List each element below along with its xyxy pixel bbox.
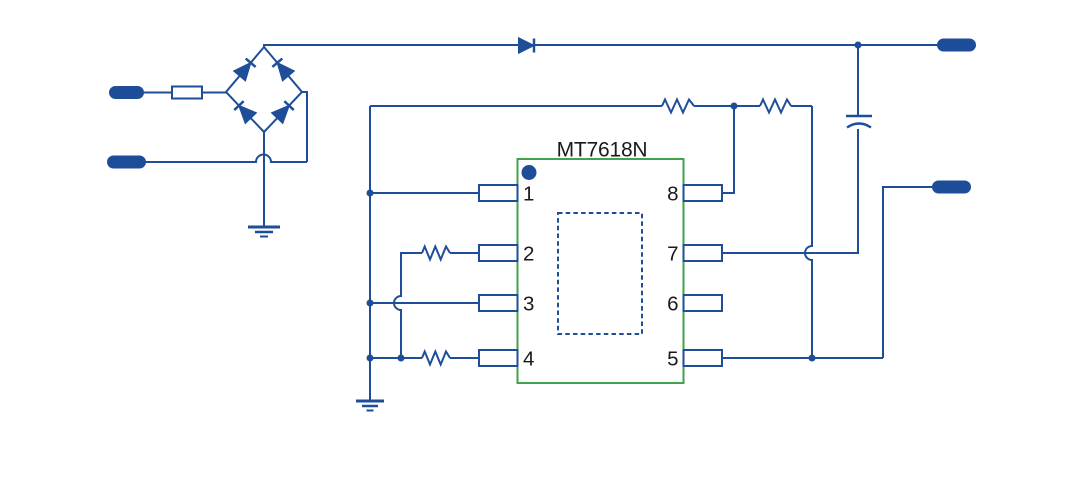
pin-box-4 (478, 349, 519, 367)
junction-dots (366, 41, 862, 362)
resistor-2-icon (759, 97, 792, 115)
resistor-4-icon (421, 348, 451, 368)
wire-pin2-b (393, 252, 422, 358)
ground-symbol-bridge (248, 225, 280, 238)
bridge-diode-top-right-icon (271, 57, 296, 82)
ic-inner-dashed-box (557, 212, 643, 335)
pin-box-3 (478, 294, 519, 312)
ground-symbol-bus (356, 399, 384, 412)
terminal-dc-positive (937, 38, 976, 52)
bridge-rectifier (224, 44, 304, 134)
pin-box-6 (682, 294, 723, 312)
wire-pin8 (723, 106, 735, 194)
pin-label-1: 1 (523, 183, 534, 206)
pin-box-5 (682, 349, 723, 367)
pin-box-2 (478, 244, 519, 262)
pin-label-6: 6 (667, 293, 678, 316)
bridge-diode-bottom-right-icon (270, 100, 295, 125)
wire-neutral-line (145, 153, 307, 163)
pin-box-7 (682, 244, 723, 262)
wire-pin7 (723, 129, 859, 254)
pin-box-1 (478, 184, 519, 202)
pin-label-4: 4 (523, 348, 534, 371)
terminal-ac-live (109, 86, 144, 99)
wire-dc-mid (882, 186, 933, 358)
ic-part-number: MT7618N (557, 139, 648, 162)
pin-label-7: 7 (667, 243, 678, 266)
pin-label-5: 5 (667, 348, 678, 371)
terminal-dc-output (932, 180, 971, 194)
wire-bridge-right-to-neutral (302, 91, 308, 162)
fuse-icon (171, 85, 203, 100)
bridge-diamond (224, 45, 304, 134)
pin-label-2: 2 (523, 243, 534, 266)
bridge-diode-bottom-left-icon (233, 100, 258, 125)
wire-feed-down (804, 106, 813, 358)
capacitor-icon (846, 114, 872, 129)
terminal-ac-neutral (107, 155, 146, 169)
series-diode-icon (518, 36, 536, 55)
pin-label-3: 3 (523, 293, 534, 316)
ic-pin1-dot (521, 165, 537, 180)
bridge-diode-top-left-icon (232, 57, 257, 82)
pin-label-8: 8 (667, 183, 678, 206)
pin-box-8 (682, 184, 723, 202)
resistor-1-icon (661, 97, 695, 115)
ic-body (516, 158, 685, 384)
resistor-3-icon (421, 243, 451, 263)
